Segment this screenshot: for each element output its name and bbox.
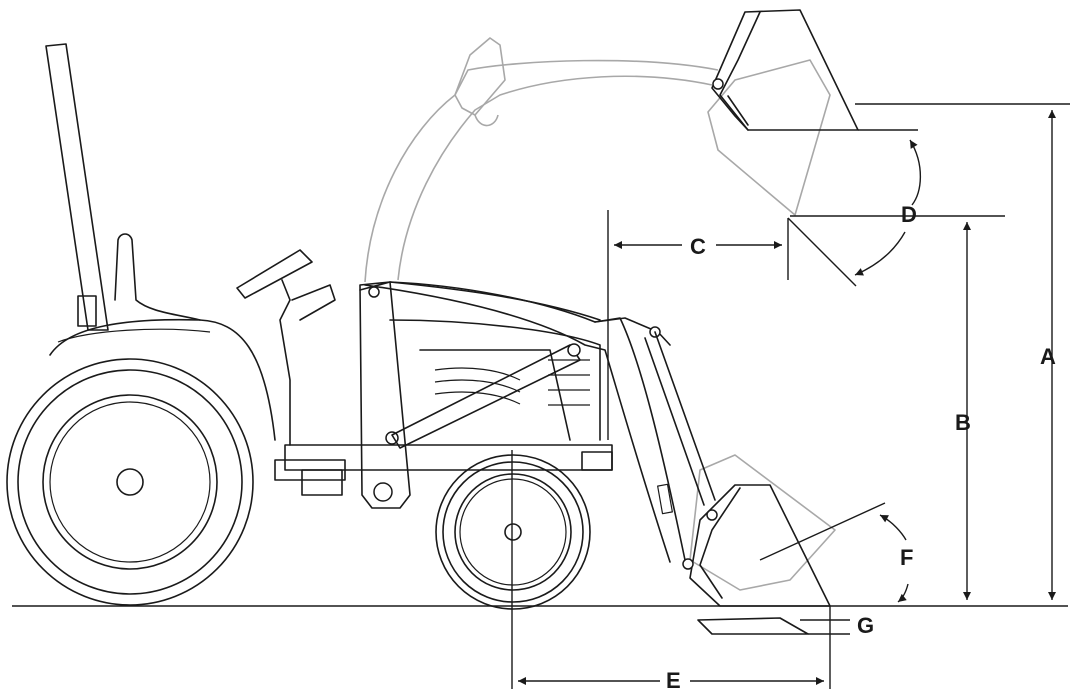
front-wheel: [435, 454, 591, 610]
label-e: E: [666, 668, 681, 689]
loader-arm: [364, 281, 716, 563]
tractor-body: [236, 249, 613, 496]
seat: [114, 233, 201, 321]
fender: [49, 318, 276, 441]
dimension-d: [787, 129, 921, 287]
digging-edge: [697, 617, 809, 635]
dimension-f: [759, 502, 909, 603]
dimension-c: [607, 210, 789, 440]
dimension-e: [511, 450, 831, 689]
label-b: B: [955, 410, 971, 435]
dimension-g: [800, 619, 850, 635]
label-f: F: [900, 545, 913, 570]
dimension-a: [855, 103, 1070, 600]
raised-bucket: [711, 9, 859, 131]
rear-wheel: [6, 358, 254, 606]
lowered-bucket: [682, 484, 831, 607]
rops-bracket: [77, 295, 97, 327]
label-g: G: [857, 613, 874, 638]
rops-bar: [45, 43, 109, 331]
loader-frame: [359, 281, 581, 509]
label-d: D: [901, 202, 917, 227]
raised-loader-ghost: [364, 37, 836, 591]
dimension-b: [790, 215, 1005, 600]
label-a: A: [1040, 344, 1056, 369]
label-c: C: [690, 234, 706, 259]
